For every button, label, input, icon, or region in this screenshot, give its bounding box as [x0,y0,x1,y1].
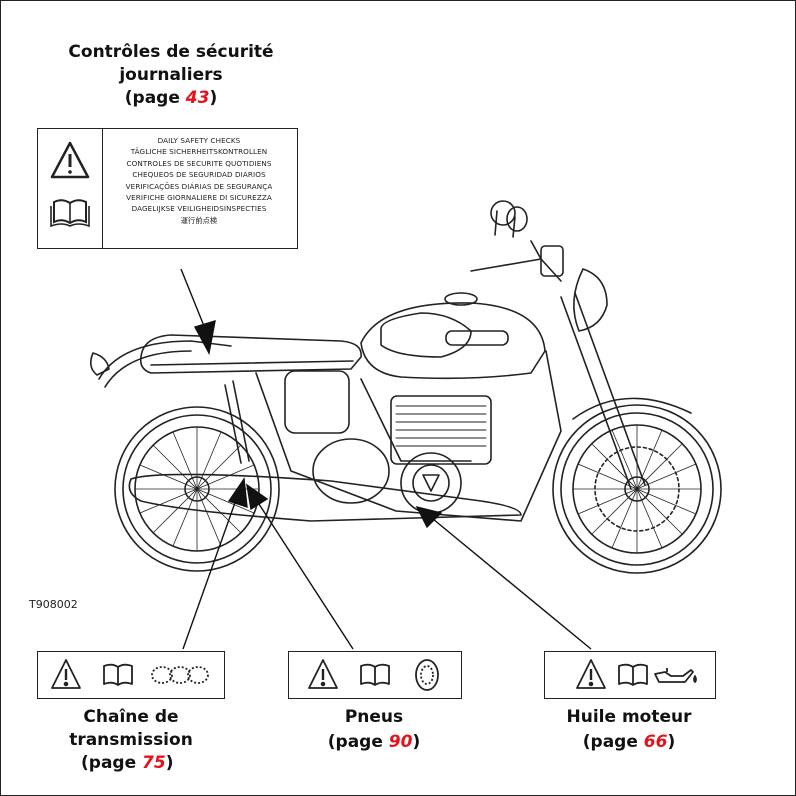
caption-chain-line2: transmission [69,729,193,750]
page-suffix: ) [165,752,174,773]
warning-triangle-icon [576,659,606,689]
label-line: 運行前点検 [180,215,218,225]
label-line: DAGELIJKSE VEILIGHEIDSINSPECTIES [131,204,267,214]
leader-line-tyres [256,500,354,650]
oil-can-icon [654,668,697,683]
leader-line-oil [432,518,592,650]
page-reference: (page 75) [31,752,231,775]
chain-icon [151,666,209,684]
rear-shock [224,380,250,464]
frame [255,350,562,522]
label-text-lines: DAILY SAFETY CHECKS TÄGLICHE SICHERHEITS… [104,135,294,226]
page-reference: (page 43) [41,87,301,110]
page-number: 90 [388,731,413,752]
tail-light [89,352,110,376]
tyres-label-icons [308,659,439,691]
label-line: CONTROLES DE SECURITE QUOTIDIENS [126,158,272,168]
caption-daily-checks-line1: Contrôles de sécurité [68,42,274,62]
leader-arrows [180,268,592,650]
engine [312,395,492,514]
caption-chain-line1: Chaîne de [83,707,179,727]
caption-chain: Chaîne de transmission (page 75) [31,706,231,775]
open-book-icon [103,663,133,686]
label-line: TÄGLICHE SICHERHEITSKONTROLLEN [130,147,268,157]
chain-label [37,651,225,699]
page-number: 66 [643,731,668,752]
arrowhead-safety [193,319,216,356]
figure-reference: T908002 [29,598,78,611]
oil-label-icons [576,659,697,689]
page-prefix: (page [582,731,644,752]
caption-daily-checks-line2: journaliers [119,64,223,85]
leader-line-chain [182,496,238,650]
page-suffix: ) [209,87,218,108]
open-book-icon [618,663,648,686]
leader-line-safety [180,268,207,332]
seat [139,334,362,374]
caption-tyres: Pneus (page 90) [281,706,467,754]
oil-label [544,651,716,699]
page-reference: (page 90) [281,731,467,754]
warning-triangle-icon [50,141,90,179]
label-line: CHEQUEOS DE SEGURIDAD DIARIOS [132,170,266,180]
caption-oil: Huile moteur (page 66) [536,706,722,754]
label-line: DAILY SAFETY CHECKS [157,136,241,145]
tyres-label [288,651,462,699]
exhaust [128,473,522,522]
warning-triangle-icon [51,659,81,689]
warning-triangle-icon [308,659,338,689]
page-prefix: (page [81,752,143,773]
label-icons [50,141,90,228]
headlight [573,268,608,332]
page-number: 43 [185,87,210,108]
label-line: VERIFICHE GIORNALIERE DI SICUREZZA [126,193,272,203]
page-suffix: ) [667,731,676,752]
arrowhead-chain [227,477,248,509]
caption-daily-checks: Contrôles de sécurité journaliers (page … [41,41,301,110]
label-icon-column [38,129,103,248]
page-prefix: (page [124,87,186,108]
arrowhead-tyres [246,483,269,511]
chain-label-icons [51,659,209,689]
front-fork [560,292,646,490]
open-book-icon [360,663,390,686]
page-number: 75 [142,752,166,773]
caption-oil-line1: Huile moteur [566,707,692,727]
fuel-tank [360,302,546,380]
tyre-icon [415,659,439,691]
page-suffix: ) [412,731,421,752]
daily-safety-label: DAILY SAFETY CHECKS TÄGLICHE SICHERHEITS… [37,128,298,249]
page-reference: (page 66) [536,731,722,754]
page-prefix: (page [327,731,389,752]
caption-tyres-line1: Pneus [344,707,404,727]
open-book-icon [50,199,90,228]
label-line: VERIFICAÇÕES DIÁRIAS DE SEGURANÇA [125,181,273,191]
handlebar [470,240,562,282]
arrowhead-oil [415,505,443,529]
rear-wheel [114,406,280,572]
front-wheel [552,404,722,574]
